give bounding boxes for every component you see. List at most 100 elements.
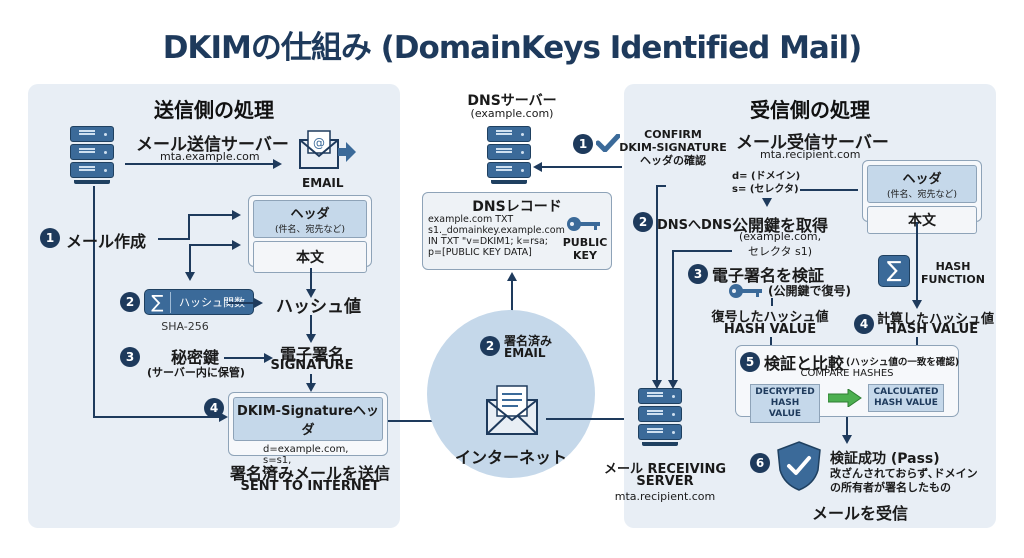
page-title: DKIMの仕組み (DomainKeys Identified Mail) (162, 30, 863, 66)
arrow-icon (219, 412, 228, 422)
send-label-en: SENT TO INTERNET (240, 479, 380, 494)
dkim-field: s=s1, (263, 455, 292, 466)
receiver-panel-title: 受信側の処理 (750, 98, 870, 122)
hash-function-line: HASH (935, 260, 971, 273)
public-key-icon (567, 217, 600, 231)
verify-signature-sub: (公開鍵で復号) (768, 284, 851, 298)
public-key-label: PUBLIC KEY (562, 236, 608, 262)
arrow-icon (842, 435, 852, 444)
message-header-sub: (件名、宛先など) (886, 190, 958, 200)
compare-en: COMPARE HASHES (800, 368, 894, 379)
signed-email-icon (486, 385, 538, 435)
calculated-hash-label: 計算したハッシュ値 (877, 312, 995, 327)
internet-label: インターネット (454, 448, 567, 467)
trunk-to-dkim-line (93, 416, 223, 418)
arrow-icon (232, 240, 241, 250)
receiver-step-3-badge: 3 (688, 264, 708, 284)
arrow-icon (306, 289, 316, 298)
receiving-server-host: mta.recipient.com (614, 490, 716, 503)
arrow-icon (762, 198, 772, 207)
public-key-icon (729, 284, 762, 298)
signature-label: 電子署名 (279, 345, 344, 364)
message-to-hash-line (310, 268, 312, 290)
receiving-server-label: メール RECEIVING (603, 462, 727, 477)
confirm-to-dns-line (540, 166, 622, 168)
arrow-icon (507, 272, 517, 281)
dns-record-line: IN TXT "v=DKIM1; k=rsa; (428, 236, 548, 247)
step-2-badge: 2 (120, 292, 140, 312)
decrypted-hash-label: 復号したハッシュ値 (711, 310, 829, 325)
arrow-icon (668, 380, 678, 389)
message-header-label: ヘッダ (902, 172, 942, 187)
dns-record-line: example.com TXT (428, 214, 514, 225)
svg-text:@: @ (313, 136, 325, 150)
arrow-icon (273, 159, 282, 169)
confirm-line: DKIM-SIGNATURE (619, 141, 727, 154)
decrypted-to-compare-line (770, 337, 772, 345)
internet-to-server-line (546, 418, 628, 420)
green-arrow-icon (828, 389, 862, 407)
sending-server-icon (70, 126, 114, 184)
dkim-fields: d= (ドメイン) s= (セレクタ) (732, 170, 800, 196)
sending-server-label: メール送信サーバー (136, 135, 289, 155)
arrow-icon (264, 353, 273, 363)
hash-algo-label: SHA-256 (161, 320, 209, 333)
receiver-step-4-badge: 4 (854, 314, 874, 334)
body-to-hash-line (916, 222, 918, 302)
pass-desc1: 改ざんされておらず､ドメイン (830, 467, 978, 480)
sender-message-box: ヘッダ (件名、宛先など) 本文 (248, 195, 372, 273)
dkim-domain-field: d= (ドメイン) (732, 171, 801, 182)
confirm-line: CONFIRM (644, 128, 702, 141)
pass-label: 検証成功 (Pass) (830, 451, 940, 467)
dns-record-box (422, 192, 612, 270)
arrow-icon (254, 298, 263, 308)
hash-to-sig-line (310, 315, 312, 337)
to-hash-line (189, 244, 191, 272)
compose-line (158, 238, 190, 240)
arrow-icon (533, 162, 542, 172)
dns-lookup-line (656, 185, 666, 187)
dns-lookup-label: DNSへDNS (657, 218, 733, 233)
receiving-server-title: メール受信サーバー (736, 133, 889, 153)
calculated-hash-chip: CALCULATED HASH VALUE (868, 384, 944, 412)
receiver-step-6-badge: 6 (750, 453, 770, 473)
receiver-step-1-badge: 1 (573, 134, 593, 154)
message-header-sub: (件名、宛先など) (274, 225, 346, 235)
confirm-line: ヘッダの確認 (640, 154, 706, 167)
compare-label: 検証と比較 (764, 354, 845, 373)
step3-line (771, 298, 773, 306)
dns-record-line: s1._domainkey.example.com (428, 225, 565, 236)
decrypted-hash-chip: DECRYPTED HASH VALUE (750, 384, 820, 423)
arrow-icon (232, 210, 241, 220)
private-key-sub: (サーバー内に保管) (147, 366, 245, 379)
compare-to-pass-line (846, 417, 848, 437)
sender-panel-title: 送信側の処理 (154, 98, 274, 122)
receiver-step-5-badge: 5 (740, 352, 760, 372)
internet-step-en: EMAIL (504, 346, 546, 360)
arrow-icon (306, 334, 316, 343)
dns-lookup-line (656, 185, 658, 385)
hash-function-label: ハッシュ関数 (179, 296, 245, 309)
final-receive-label: メールを受信 (811, 504, 908, 523)
hash-function-icon: ∑ (878, 255, 910, 287)
confirm-label: CONFIRM DKIM-SIGNATURE ヘッダの確認 (618, 128, 728, 167)
receiver-message-box: ヘッダ (件名、宛先など) 本文 (862, 160, 982, 234)
sigma-icon: ∑ (145, 291, 171, 313)
dkim-signature-box: DKIM-Signatureヘッダ d=example.com, s=s1, b… (228, 392, 388, 477)
compose-line (188, 214, 190, 240)
compose-line (188, 214, 234, 216)
email-envelope-icon: @ (299, 130, 356, 169)
check-icon (596, 134, 620, 152)
internet-step-badge: 2 (480, 336, 500, 356)
step-3-badge: 3 (120, 347, 140, 367)
dkim-selector-field: s= (セレクタ) (732, 184, 799, 195)
dkim-signature-header: DKIM-Signatureヘッダ (233, 397, 383, 441)
pass-desc2: の所有者が署名したもの (830, 481, 951, 494)
arrow-icon (912, 300, 922, 309)
step-4-badge: 4 (204, 398, 224, 418)
key-to-sig-line (224, 357, 266, 359)
fetch-key-sub2: セレクタ s1) (747, 245, 813, 258)
verify-signature-label: 電子署名を検証 (712, 266, 825, 285)
hash-function-line: FUNCTION (921, 273, 985, 286)
message-body-label: 本文 (867, 206, 977, 234)
